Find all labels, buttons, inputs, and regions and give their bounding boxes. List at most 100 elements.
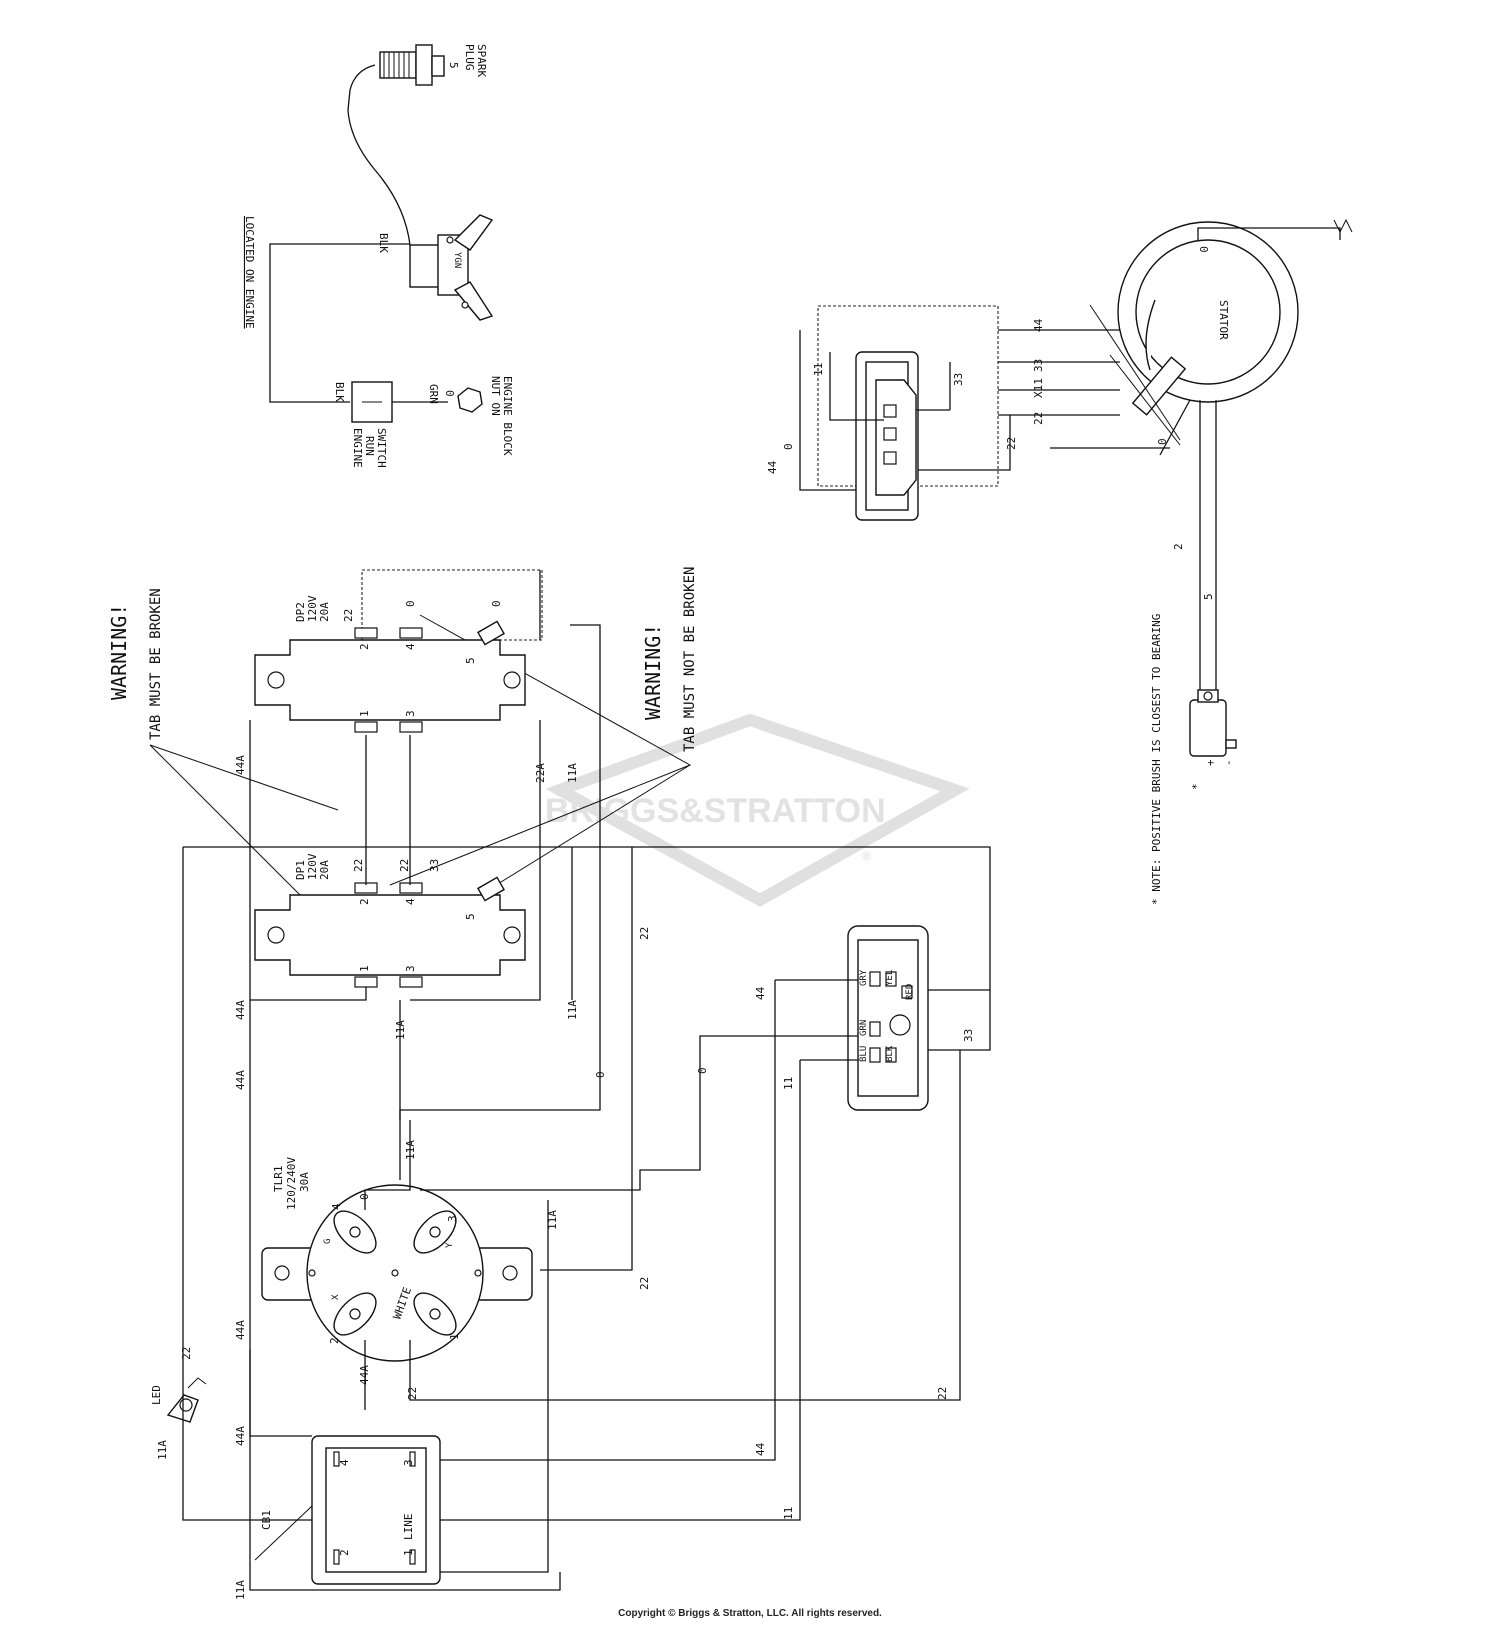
wire-22-2: 22 <box>638 1277 651 1290</box>
brush-minus: - <box>1222 759 1235 766</box>
tlr1-terminal-3: 3 <box>446 1215 459 1222</box>
wire-0-dp: 0 <box>594 1071 607 1078</box>
wire-44a-4: 44A <box>234 1320 247 1340</box>
dp2-terminal-4: 4 <box>404 643 417 650</box>
switch-grn-label: GRN <box>427 384 440 404</box>
dp1-wire-33: 33 <box>428 859 441 872</box>
coil-ygn-label: YGN <box>452 252 462 268</box>
led-indicator: LED <box>150 1377 207 1423</box>
tlr1-terminal-4: 4 <box>330 1203 343 1210</box>
wire-0-avr: 0 <box>696 1067 709 1074</box>
wire-22-3: 22 <box>406 1387 419 1400</box>
switch-label-2: RUN <box>363 436 376 456</box>
switch-blk-label: BLK <box>333 382 346 402</box>
tlr1-terminal-2: 2 <box>328 1337 341 1344</box>
stator-wire-2: 2 <box>1172 543 1185 550</box>
stator-wire-0-lower: 0 <box>1156 438 1169 445</box>
dp2-terminal-2: 2 <box>358 643 371 650</box>
wire-44a-5: 44A <box>234 1426 247 1446</box>
warning-broken-text: TAB MUST BE BROKEN <box>148 588 164 740</box>
wire-22-4: 22 <box>936 1387 949 1400</box>
engine-run-switch: BLK GRN 0 ENGINE RUN SWITCH <box>333 381 456 468</box>
switch-label-1: ENGINE <box>351 428 364 468</box>
duplex-receptacle-dp1: 2 4 1 3 5 DP1 120V 20A 22 22 33 <box>254 853 526 988</box>
warning-tab-not-broken: WARNING! TAB MUST NOT BE BROKEN <box>389 567 698 896</box>
avr-pin-red: RED <box>905 984 915 1000</box>
avr-pin-blu: BLU <box>859 1046 869 1062</box>
spark-plug-number: 5 <box>447 62 460 69</box>
spark-plug-label-1: SPARK <box>475 44 488 77</box>
led-label: LED <box>150 1385 163 1405</box>
brand-watermark: BRIGGS&STRATTON ® <box>545 713 970 907</box>
avr-pin-blk: BLK <box>885 1045 895 1062</box>
wire-0-tlr: 0 <box>358 1193 371 1200</box>
dp1-terminal-4: 4 <box>404 898 417 905</box>
located-on-engine-label: LOCATED ON ENGINE <box>243 216 256 329</box>
wire-44a-3: 44A <box>234 1070 247 1090</box>
tlr1-name: TLR1 <box>272 1166 285 1193</box>
avr-pin-grn: GRN <box>859 1020 869 1036</box>
wire-11-1: 11 <box>782 1077 795 1090</box>
dp1-terminal-1: 1 <box>358 965 371 972</box>
wire-11-2: 11 <box>782 1507 795 1520</box>
harness-wire-22: 22 <box>1005 437 1018 450</box>
watermark-brand: BRIGGS&STRATTON <box>545 792 886 830</box>
wire-33-avr: 33 <box>962 1029 975 1042</box>
copyright-notice: Copyright © Briggs & Stratton, LLC. All … <box>618 1608 882 1619</box>
stator-wire-x11: X11 <box>1032 378 1045 398</box>
locking-receptacle-tlr1: TLR1 120/240V 30A WHITE 4 3 2 1 Y X G <box>261 1157 533 1362</box>
cb1-terminal-1: 1 <box>402 1549 415 1556</box>
engine-section: SPARK PLUG 5 YGN BLK LOCATED ON ENGINE B… <box>243 44 514 468</box>
watermark-registered: ® <box>862 849 871 863</box>
ignition-coil: YGN BLK <box>377 214 494 321</box>
stator-wire-22: 22 <box>1032 412 1045 425</box>
dp2-wire-22: 22 <box>342 609 355 622</box>
stator-wire-44: 44 <box>1032 318 1045 332</box>
nut-engine-block: NUT ON ENGINE BLOCK <box>457 376 514 456</box>
brush-plus: + <box>1204 759 1217 766</box>
dp2-terminal-1: 1 <box>358 710 371 717</box>
wire-11a-3: 11A <box>394 1020 407 1040</box>
wire-44a-6: 44A <box>358 1365 371 1385</box>
voltage-regulator-connector: GRY GRN BLU YEL RED BLK <box>847 925 929 1111</box>
dp2-name: DP2 <box>294 602 307 622</box>
dp1-terminal-2: 2 <box>358 898 371 905</box>
warning-not-broken-title: WARNING! <box>641 624 665 720</box>
wiring <box>182 304 1217 1591</box>
tlr1-marker-g: G <box>323 1239 333 1244</box>
dp1-terminal-5: 5 <box>464 913 477 920</box>
avr-pin-gry: GRY <box>859 969 869 986</box>
dp1-wire-22-a: 22 <box>352 859 365 872</box>
wire-22a: 22A <box>534 763 547 783</box>
coil-blk-label: BLK <box>377 233 390 253</box>
stator-label: STATOR <box>1217 300 1230 340</box>
harness-wire-0: 0 <box>782 443 795 450</box>
wire-11a-4: 11A <box>404 1140 417 1160</box>
stator-harness-connector: 33 22 0 11 44 <box>766 305 1018 521</box>
tlr1-terminal-1: 1 <box>448 1333 461 1340</box>
spark-plug-label-2: PLUG <box>463 44 476 71</box>
duplex-receptacle-dp2: 2 4 1 3 5 DP2 120V 20A 22 0 0 <box>254 569 543 733</box>
cb1-terminal-2: 2 <box>338 1549 351 1556</box>
nut-label-2: ENGINE BLOCK <box>501 376 514 456</box>
brush-note: * NOTE: POSITIVE BRUSH IS CLOSEST TO BEA… <box>1150 614 1163 905</box>
dp2-voltage: 120V <box>306 595 319 622</box>
dp2-wire-0-right: 0 <box>490 600 503 607</box>
dp2-wire-0-top: 0 <box>404 600 417 607</box>
circuit-breaker-cb1: CB1 LINE 1 2 3 4 <box>260 1435 441 1585</box>
spark-plug: SPARK PLUG 5 <box>347 44 488 246</box>
wire-11a-2: 11A <box>566 1000 579 1020</box>
dp1-terminal-3: 3 <box>404 965 417 972</box>
wire-11a-1: 11A <box>566 763 579 783</box>
wire-22-led: 22 <box>180 1347 193 1360</box>
brush-asterisk: * <box>1190 783 1203 790</box>
tlr1-marker-y: Y <box>445 1242 455 1248</box>
warning-tab-broken: WARNING! TAB MUST BE BROKEN <box>107 588 366 961</box>
wire-labels: 44A 44A 44A 44A 44A 44A 22A 11A 11A 11A … <box>156 318 1215 1600</box>
harness-wire-11: 11 <box>812 363 825 376</box>
tlr1-amps: 30A <box>298 1172 311 1192</box>
dp1-wire-22-b: 22 <box>398 859 411 872</box>
cb1-terminal-4: 4 <box>338 1459 351 1466</box>
tlr1-voltage: 120/240V <box>285 1157 298 1210</box>
